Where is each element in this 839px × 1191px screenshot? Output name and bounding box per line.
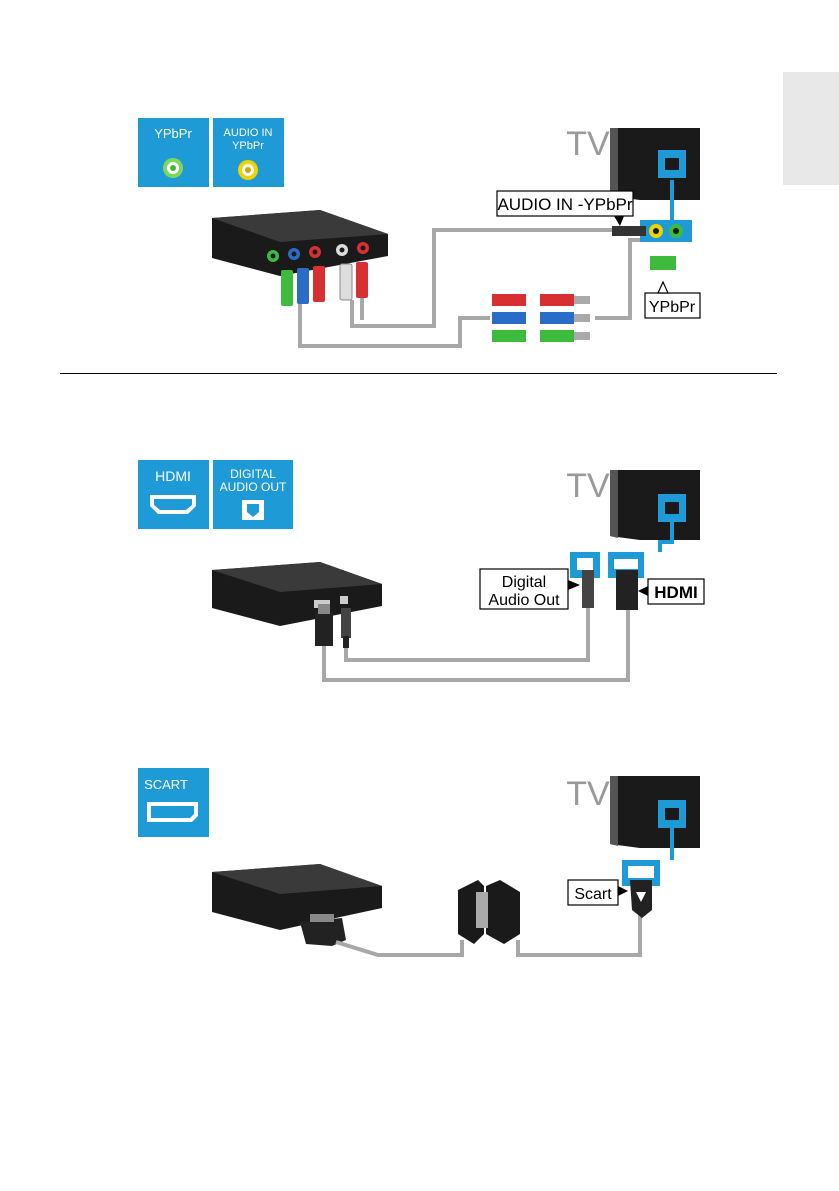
scart-port-icon bbox=[147, 802, 198, 822]
digital-callout-line2: Audio Out bbox=[488, 592, 560, 609]
optical-cable bbox=[344, 608, 590, 662]
digital-audio-out-port-tile: DIGITAL AUDIO OUT bbox=[213, 460, 293, 529]
tv-label: TV bbox=[566, 125, 610, 163]
tv-icon bbox=[610, 776, 700, 860]
component-video-cable bbox=[298, 238, 648, 348]
hdmi-cable bbox=[322, 610, 630, 682]
audio-in-tile-sublabel: YPbPr bbox=[232, 140, 264, 152]
device-plugs bbox=[315, 604, 351, 648]
optical-port-icon bbox=[242, 500, 264, 520]
source-device-box bbox=[212, 210, 388, 276]
tv-icon bbox=[610, 470, 700, 552]
hdmi-connection-diagram: HDMI DIGITAL AUDIO OUT TV bbox=[0, 455, 839, 695]
hdmi-port-tile: HDMI bbox=[138, 460, 209, 529]
digital-callout-line1: Digital bbox=[502, 574, 546, 591]
digital-tile-label: DIGITAL bbox=[230, 467, 276, 481]
page-side-tab bbox=[783, 72, 839, 185]
digital-tile-sublabel: AUDIO OUT bbox=[220, 480, 287, 494]
audio-in-port-tile: AUDIO IN YPbPr bbox=[213, 118, 284, 187]
ypbpr-connection-diagram: YPbPr AUDIO IN YPbPr TV bbox=[0, 0, 839, 370]
scart-port-tile: SCART bbox=[138, 768, 209, 837]
ypbpr-callout: YPbPr bbox=[644, 280, 701, 319]
scart-callout: Scart bbox=[567, 879, 628, 906]
scart-callout-text: Scart bbox=[574, 886, 612, 903]
audio-in-ypbpr-callout-text: AUDIO IN -YPbPr bbox=[497, 195, 632, 214]
scart-connection-diagram: SCART TV Scart bbox=[0, 760, 839, 970]
hdmi-tile-label: HDMI bbox=[155, 468, 191, 484]
source-device-box bbox=[212, 864, 382, 930]
component-rca-plugs bbox=[281, 262, 368, 306]
scart-adaptor bbox=[458, 880, 520, 944]
component-cable-plugs bbox=[492, 294, 590, 342]
ypbpr-port-tile: YPbPr bbox=[138, 118, 209, 187]
hdmi-callout-text: HDMI bbox=[654, 583, 697, 602]
digital-audio-out-callout: Digital Audio Out bbox=[479, 568, 580, 610]
scart-plug-device bbox=[300, 914, 346, 946]
ypbpr-tile-label: YPbPr bbox=[154, 126, 192, 141]
tv-label: TV bbox=[566, 467, 610, 505]
tv-icon bbox=[610, 128, 700, 200]
tv-av-ports bbox=[612, 180, 692, 270]
audio-cable bbox=[350, 228, 620, 328]
ypbpr-callout-text: YPbPr bbox=[649, 299, 696, 316]
tv-digital-ports bbox=[570, 552, 644, 610]
scart-cable bbox=[335, 910, 642, 957]
yellow-rca-jack-icon bbox=[238, 160, 258, 180]
tv-scart-port bbox=[622, 860, 660, 918]
hdmi-port-icon bbox=[150, 495, 196, 514]
audio-in-ypbpr-callout: AUDIO IN -YPbPr bbox=[496, 190, 634, 226]
scart-tile-label: SCART bbox=[144, 777, 188, 792]
audio-in-tile-label: AUDIO IN bbox=[224, 127, 273, 139]
tv-label: TV bbox=[566, 775, 610, 813]
section-divider bbox=[60, 373, 777, 374]
source-device-box bbox=[212, 562, 382, 626]
green-rca-jack-icon bbox=[163, 158, 183, 178]
hdmi-callout: HDMI bbox=[638, 578, 705, 605]
